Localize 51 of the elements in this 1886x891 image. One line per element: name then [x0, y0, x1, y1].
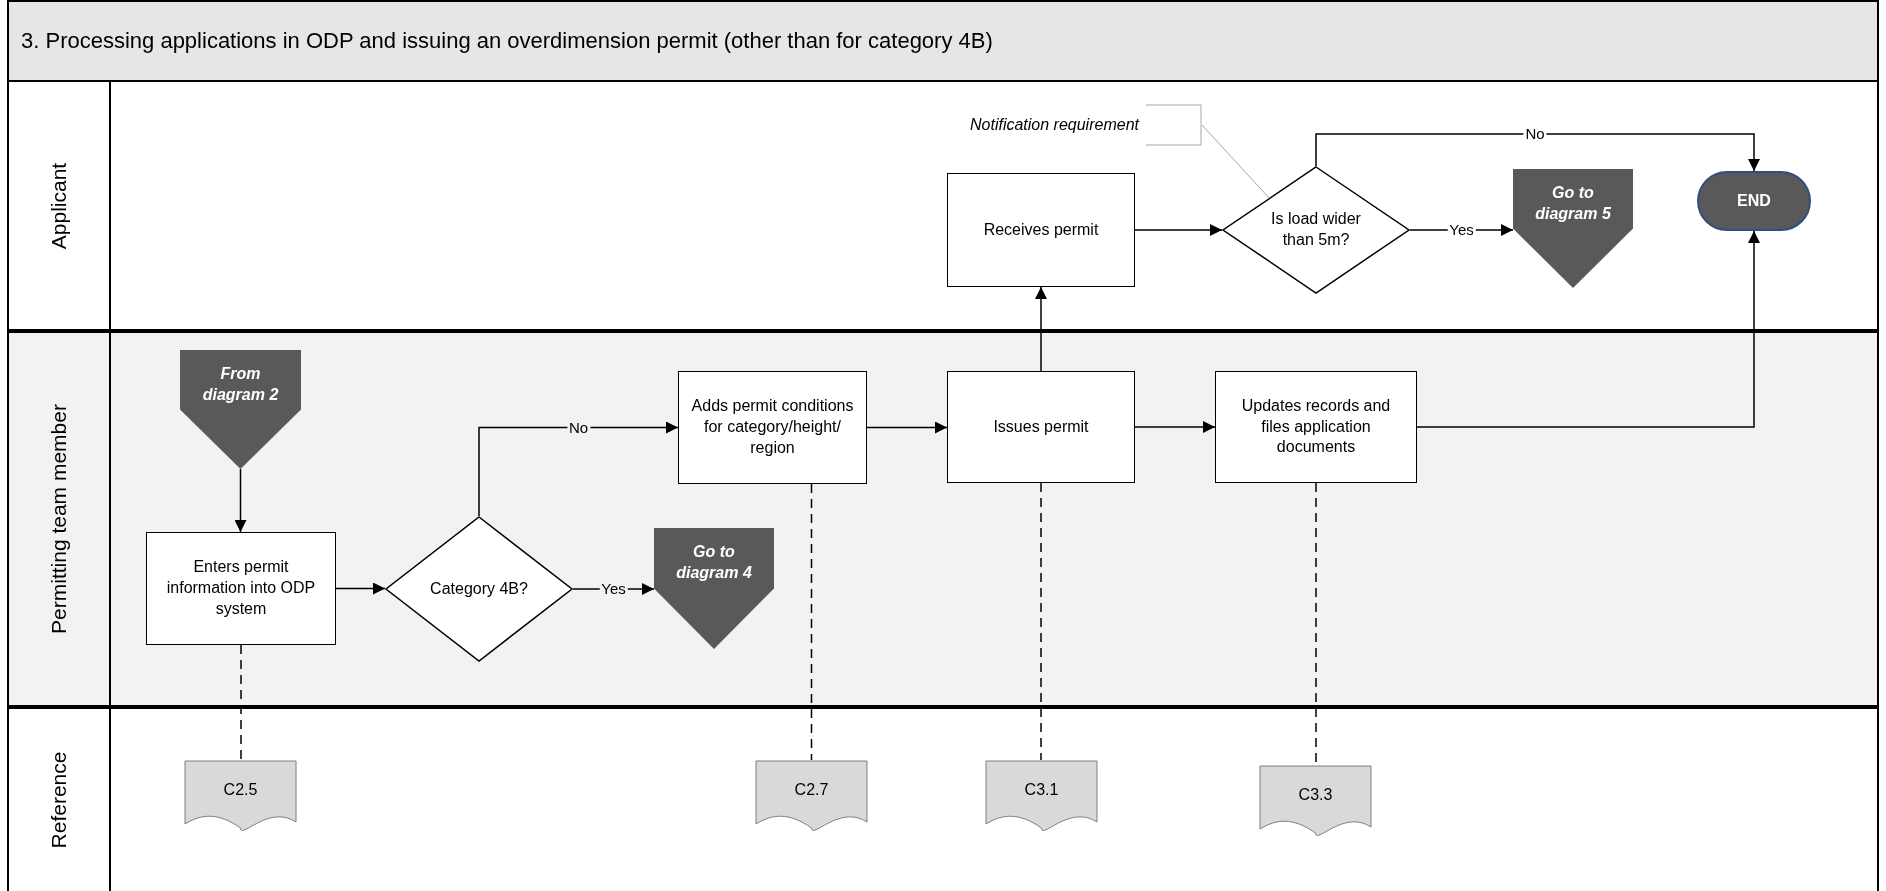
off-page-connector [180, 350, 301, 469]
arrow [1416, 230, 1760, 428]
process-box [947, 173, 1135, 287]
arrow [1315, 133, 1760, 172]
node-text: From diagram 2 [201, 364, 280, 405]
arrow [335, 582, 386, 595]
arrow [1035, 286, 1047, 372]
node-text: Go to diagram 4 [675, 542, 753, 583]
swimlane [7, 331, 1879, 707]
node-text: C2.7 [794, 780, 829, 800]
swimlane [7, 707, 1879, 891]
document-shape [755, 760, 868, 834]
node-text: Category 4B? [430, 578, 528, 599]
decision-diamond [1222, 166, 1410, 294]
lane-label: Reference [47, 751, 71, 849]
document-shape [985, 760, 1098, 834]
lane-label: Applicant [47, 162, 71, 249]
process-box [678, 371, 867, 484]
off-page-connector [654, 528, 774, 649]
node-text: C3.3 [1298, 785, 1333, 805]
document-shape [184, 760, 297, 834]
dashed-connector [1040, 482, 1042, 761]
arrow [1134, 421, 1216, 433]
dashed-connector [240, 644, 242, 761]
leader-line [1201, 124, 1272, 201]
node-text: Adds permit conditions for category/height/ region [690, 396, 855, 458]
node-text: END [1737, 190, 1771, 211]
lane-label: Permitting team member [47, 404, 71, 634]
off-page-connector [1513, 169, 1633, 288]
title: 3. Processing applications in ODP and issuing an overdimension permit (other than for category 4B) [21, 28, 993, 54]
dashed-connector [810, 483, 813, 761]
process-box [1215, 371, 1417, 483]
document-shape [1259, 765, 1372, 839]
arrow [866, 421, 948, 434]
decision-diamond [385, 516, 573, 662]
node-text: Is load wider than 5m? [1270, 209, 1362, 250]
arrow [478, 421, 679, 517]
node-text: C2.5 [223, 780, 258, 800]
node-text: Updates records and files application documents [1240, 395, 1392, 458]
process-box [947, 371, 1135, 483]
node-text: Go to diagram 5 [1534, 183, 1612, 224]
node-text: C3.1 [1024, 780, 1059, 800]
process-box [146, 532, 336, 645]
terminator [1697, 171, 1811, 231]
swimlane [7, 80, 1879, 331]
node-text: Issues permit [993, 416, 1089, 437]
arrow [1134, 224, 1223, 236]
arrow [234, 468, 247, 533]
node-text: Receives permit [983, 219, 1099, 240]
node-text: Enters permit information into ODP system [165, 557, 317, 619]
node-text: Notification requirement [970, 114, 1139, 135]
